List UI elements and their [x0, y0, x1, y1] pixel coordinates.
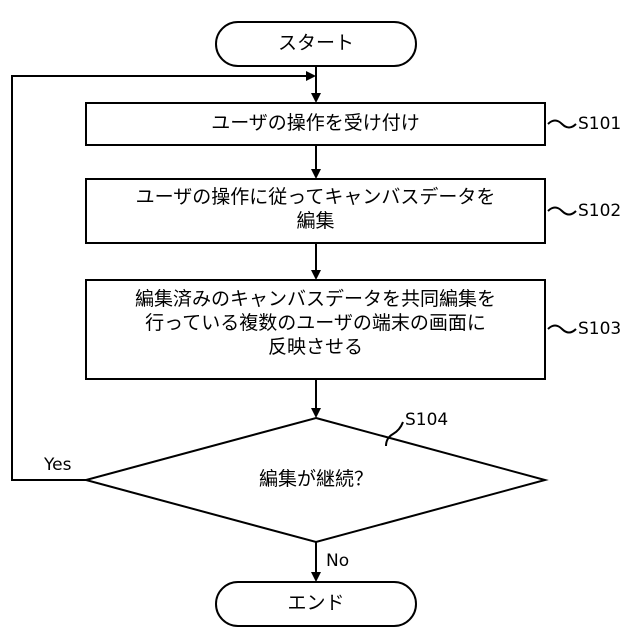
- step-s103-line-2: 行っている複数のユーザの端末の画面に: [86, 312, 545, 336]
- step-s101-text: ユーザの操作を受け付け: [86, 112, 545, 136]
- edge-label-no: No: [326, 551, 349, 572]
- step-s102-line-2: 編集: [86, 210, 545, 234]
- step-s103-text: 編集済みのキャンバスデータを共同編集を 行っている複数のユーザの端末の画面に 反…: [86, 288, 545, 359]
- step-s103-line-3: 反映させる: [86, 336, 545, 360]
- step-s102-text: ユーザの操作に従ってキャンバスデータを 編集: [86, 186, 545, 234]
- step-id-s103: S103: [578, 319, 621, 340]
- step-id-s104: S104: [405, 410, 448, 431]
- step-id-s101: S101: [578, 114, 621, 135]
- step-s102-line-1: ユーザの操作に従ってキャンバスデータを: [86, 186, 545, 210]
- ref-line-s101: [548, 121, 576, 128]
- connector-yes-loop: [12, 76, 314, 480]
- start-label: スタート: [216, 32, 416, 56]
- ref-line-s103: [548, 326, 576, 333]
- step-s101-line-1: ユーザの操作を受け付け: [86, 112, 545, 136]
- decision-text: 編集が継続？: [216, 468, 416, 492]
- end-label: エンド: [216, 592, 416, 616]
- step-s103-line-1: 編集済みのキャンバスデータを共同編集を: [86, 288, 545, 312]
- edge-label-yes: Yes: [44, 455, 71, 476]
- ref-line-s104: [386, 422, 403, 446]
- ref-line-s102: [548, 208, 576, 215]
- step-id-s102: S102: [578, 201, 621, 222]
